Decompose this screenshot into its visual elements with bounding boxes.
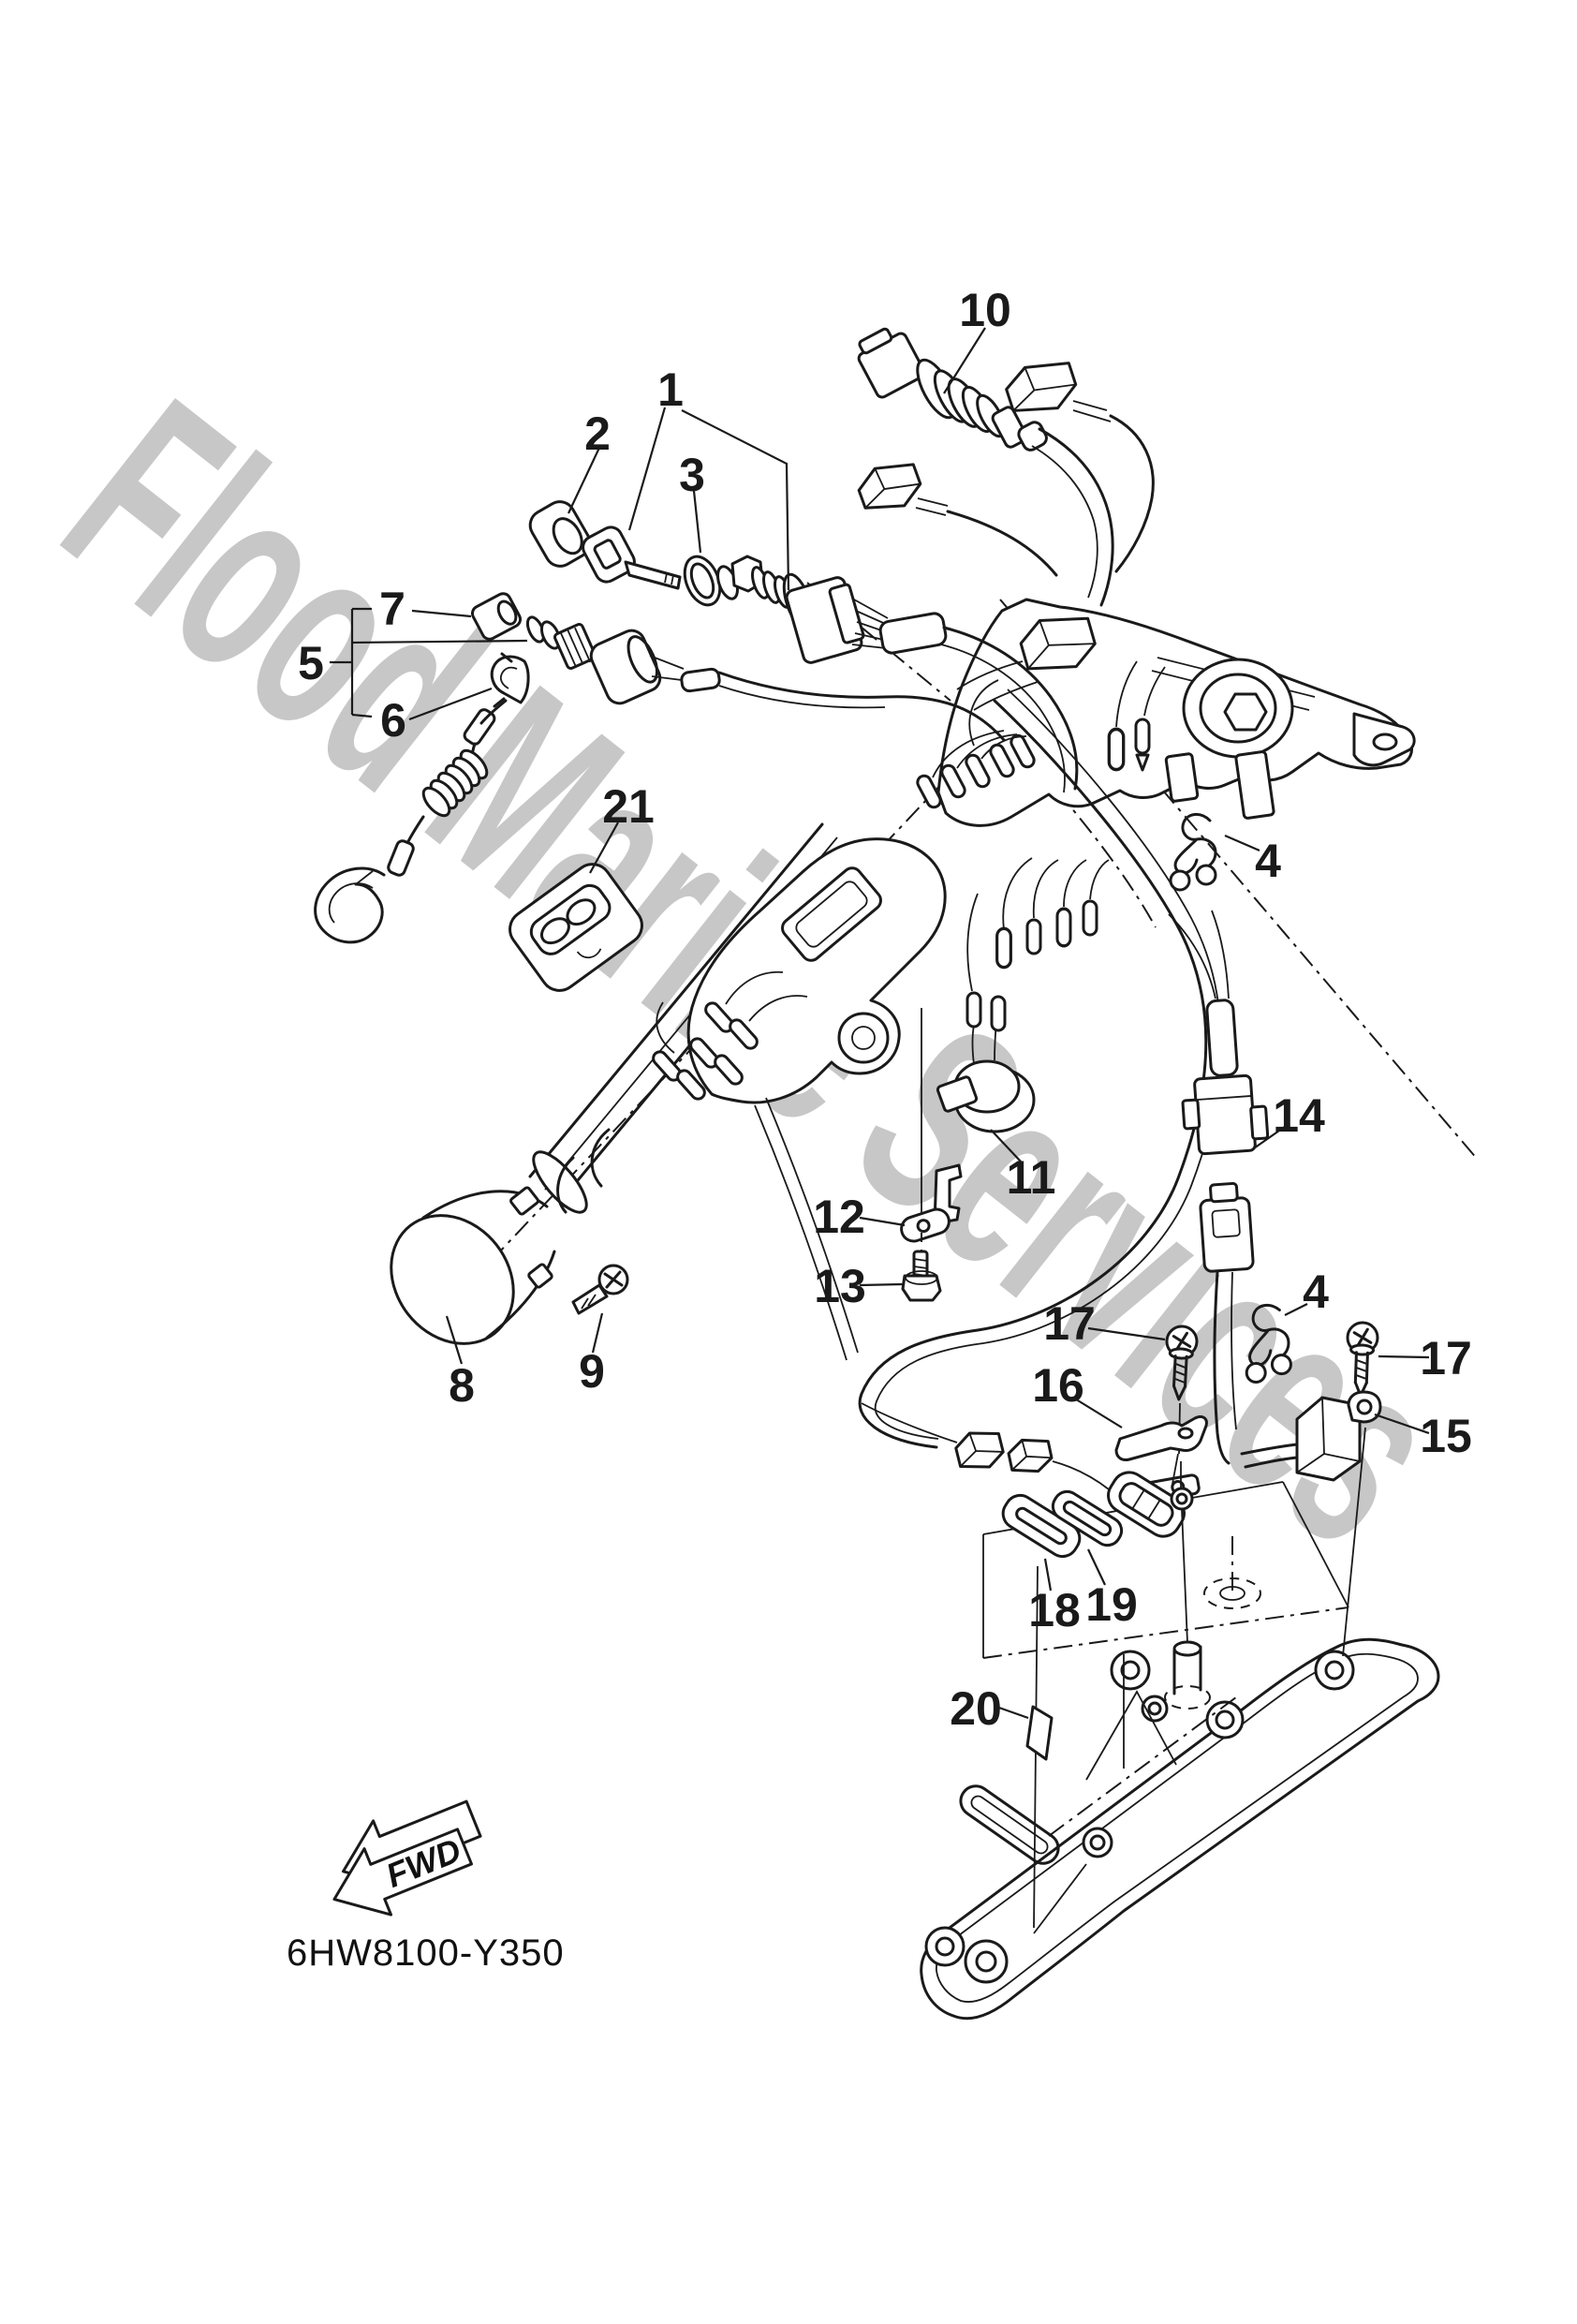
hanging-bullet-cluster (995, 857, 1110, 970)
main-switch (716, 555, 1079, 793)
callout-7: 7 (379, 583, 405, 635)
callout-1: 1 (657, 363, 684, 416)
callout-4b: 4 (1303, 1266, 1329, 1318)
harness-connector-10 (857, 327, 1155, 607)
fwd-arrow: FWD (332, 1799, 482, 1917)
callout-18: 18 (1028, 1584, 1081, 1636)
connector-14 (1168, 910, 1270, 1465)
callout-labels: 1 2 3 5 6 7 8 9 10 11 12 13 14 15 16 17 … (298, 284, 1472, 1735)
callout-17b: 17 (1420, 1332, 1472, 1384)
drawing-code: 6HW8100-Y350 (287, 1932, 565, 1974)
callout-4a: 4 (1255, 835, 1281, 887)
key (582, 525, 682, 590)
bottom-tray (920, 1536, 1440, 2021)
callout-15: 15 (1420, 1410, 1472, 1462)
key-cap (528, 500, 592, 568)
handle-cap-bolt (571, 1264, 629, 1315)
callout-9: 9 (579, 1345, 605, 1398)
relay-11 (936, 893, 1036, 1133)
callout-14: 14 (1273, 1089, 1325, 1142)
clamp-bracket-12 (900, 1008, 963, 1255)
bracket-connector-cubes (956, 616, 1166, 772)
callout-21: 21 (602, 780, 655, 833)
callout-19: 19 (1085, 1578, 1138, 1631)
harness-main-run (754, 688, 1222, 1449)
handle-cap (390, 1186, 556, 1345)
callout-12: 12 (813, 1191, 865, 1243)
housing-bullet-connectors (649, 970, 808, 1103)
nameplate-20 (1025, 1705, 1054, 1761)
callout-16: 16 (1032, 1359, 1084, 1412)
cable-clamp-16 (1114, 1414, 1208, 1505)
callout-leaders (330, 327, 1430, 1720)
switch-panel (508, 863, 643, 992)
steering-bracket (936, 598, 1416, 827)
callout-5: 5 (298, 637, 324, 689)
bolt-13 (901, 1250, 942, 1302)
bullet-fan-cluster (913, 679, 1039, 811)
callout-17a: 17 (1043, 1297, 1096, 1350)
callout-2: 2 (584, 407, 611, 460)
callout-3: 3 (679, 449, 705, 501)
relay-15 (1240, 1390, 1382, 1657)
callout-8: 8 (449, 1359, 475, 1412)
callout-11: 11 (1007, 1151, 1056, 1204)
callout-20: 20 (950, 1682, 1002, 1735)
stop-switch-assembly (314, 592, 1006, 944)
callout-10: 10 (959, 284, 1011, 336)
callout-13: 13 (814, 1260, 866, 1312)
callout-6: 6 (380, 694, 406, 747)
